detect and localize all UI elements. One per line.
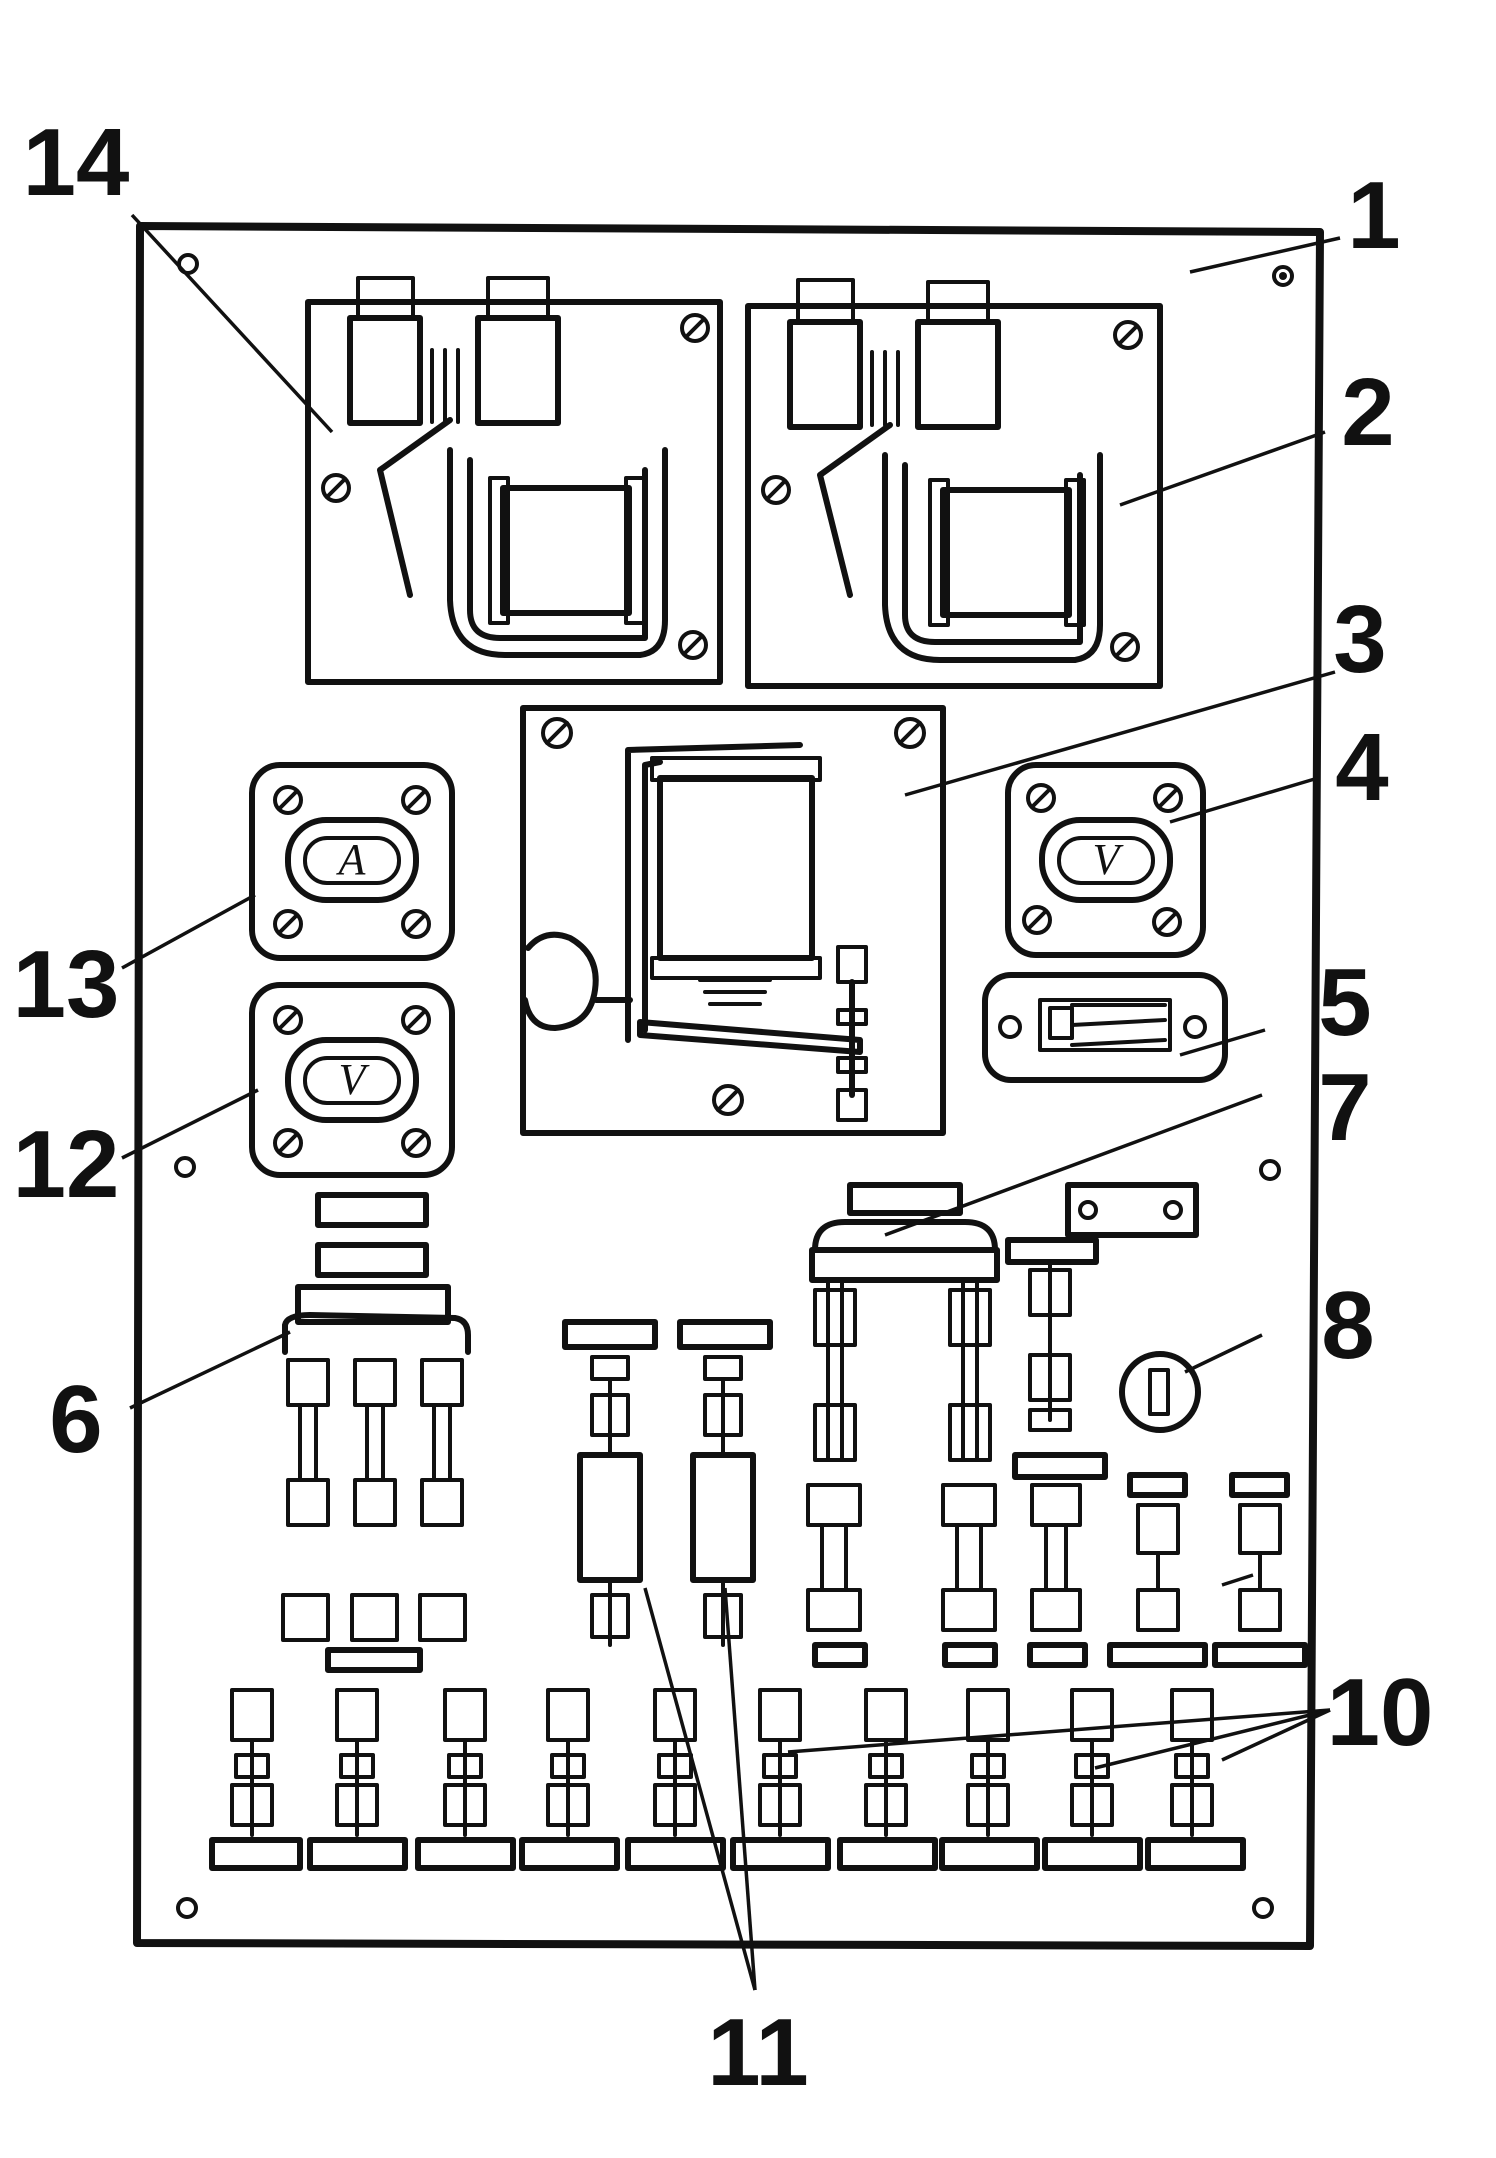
callout-labels: 1 2 3 4 5 6 7 8 10 11 12 13 14	[13, 109, 1434, 2106]
callout-14: 14	[23, 109, 130, 216]
callout-7: 7	[1318, 1054, 1371, 1161]
bottom-fuse-8	[939, 1688, 1040, 1871]
fuse-pole-1	[286, 1358, 330, 1527]
relay-right	[745, 278, 1163, 689]
ammeter-label: A	[336, 835, 367, 884]
callout-1: 1	[1347, 162, 1400, 269]
bottom-fuse-4	[519, 1688, 620, 1871]
fuse-block-6	[281, 1192, 471, 1673]
fuse-pole-3	[420, 1358, 464, 1527]
callout-6: 6	[49, 1366, 102, 1473]
bottom-fuse-6	[730, 1688, 831, 1871]
callout-2: 2	[1341, 359, 1394, 466]
fuse-row-10	[209, 1688, 1246, 1871]
voltmeter-right-label: V	[1093, 835, 1125, 884]
bottom-fuse-9	[1042, 1688, 1143, 1871]
toggle-switch	[982, 972, 1228, 1083]
fuse-8	[1119, 1351, 1201, 1433]
callout-11: 11	[707, 1999, 808, 2106]
relay-left	[305, 276, 723, 685]
voltmeter-left-label: V	[339, 1055, 371, 1104]
terminal-plate	[1065, 1182, 1199, 1238]
callout-12: 12	[13, 1111, 120, 1218]
bottom-fuse-5	[625, 1688, 726, 1871]
fuse-single	[1005, 1237, 1099, 1432]
bottom-fuse-2	[307, 1688, 408, 1871]
callout-13: 13	[13, 931, 120, 1038]
bottom-fuse-1	[209, 1688, 303, 1871]
callout-3: 3	[1333, 586, 1386, 693]
voltmeter-right: V	[1005, 762, 1206, 958]
fuse-pole-2	[353, 1358, 397, 1527]
fuse-block-7	[806, 1182, 1000, 1668]
ammeter: A	[249, 762, 455, 961]
panel-board	[133, 222, 1324, 1950]
relay-center	[520, 705, 946, 1136]
bottom-fuse-10	[1145, 1688, 1246, 1871]
callout-5: 5	[1318, 949, 1371, 1056]
resistor-left	[577, 1355, 643, 1647]
callout-10: 10	[1327, 1659, 1434, 1766]
callout-8: 8	[1321, 1272, 1374, 1379]
fuse-column-right	[1012, 1452, 1308, 1668]
resistor-pair-11	[562, 1319, 773, 1647]
resistor-right	[690, 1355, 756, 1647]
bottom-fuse-7	[837, 1688, 938, 1871]
voltmeter-left: V	[249, 982, 455, 1178]
callout-4: 4	[1335, 714, 1388, 821]
bottom-fuse-3	[415, 1688, 516, 1871]
leader-lines	[121, 213, 1341, 1991]
